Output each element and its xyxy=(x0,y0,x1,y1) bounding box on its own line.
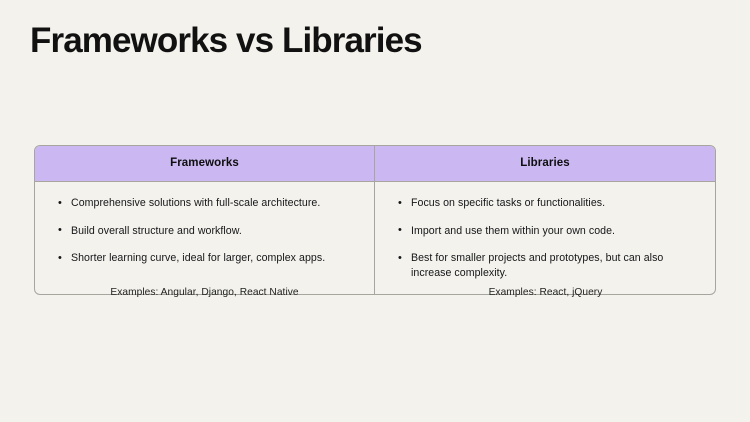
table-header-frameworks: Frameworks xyxy=(35,146,375,181)
table-cell-libraries: Focus on specific tasks or functionaliti… xyxy=(375,182,715,294)
captions-row: Examples: Angular, Django, React Native … xyxy=(34,286,716,300)
list-item: Best for smaller projects and prototypes… xyxy=(397,251,699,280)
list-item: Shorter learning curve, ideal for larger… xyxy=(57,251,358,266)
table-body-row: Comprehensive solutions with full-scale … xyxy=(35,182,715,294)
comparison-table: Frameworks Libraries Comprehensive solut… xyxy=(34,145,716,295)
table-cell-frameworks: Comprehensive solutions with full-scale … xyxy=(35,182,375,294)
list-item: Focus on specific tasks or functionaliti… xyxy=(397,196,699,211)
table-header-libraries: Libraries xyxy=(520,157,570,169)
list-item: Build overall structure and workflow. xyxy=(57,223,358,239)
list-item: Comprehensive solutions with full-scale … xyxy=(57,196,358,211)
libraries-bullet-list: Focus on specific tasks or functionaliti… xyxy=(397,196,699,280)
caption-frameworks-examples: Examples: Angular, Django, React Native xyxy=(110,287,299,298)
list-item: Import and use them within your own code… xyxy=(397,223,699,239)
caption-libraries-examples: Examples: React, jQuery xyxy=(488,287,603,298)
table-header-row: Frameworks Libraries xyxy=(35,146,715,182)
frameworks-bullet-list: Comprehensive solutions with full-scale … xyxy=(57,196,358,266)
page-title: Frameworks vs Libraries xyxy=(30,21,423,60)
